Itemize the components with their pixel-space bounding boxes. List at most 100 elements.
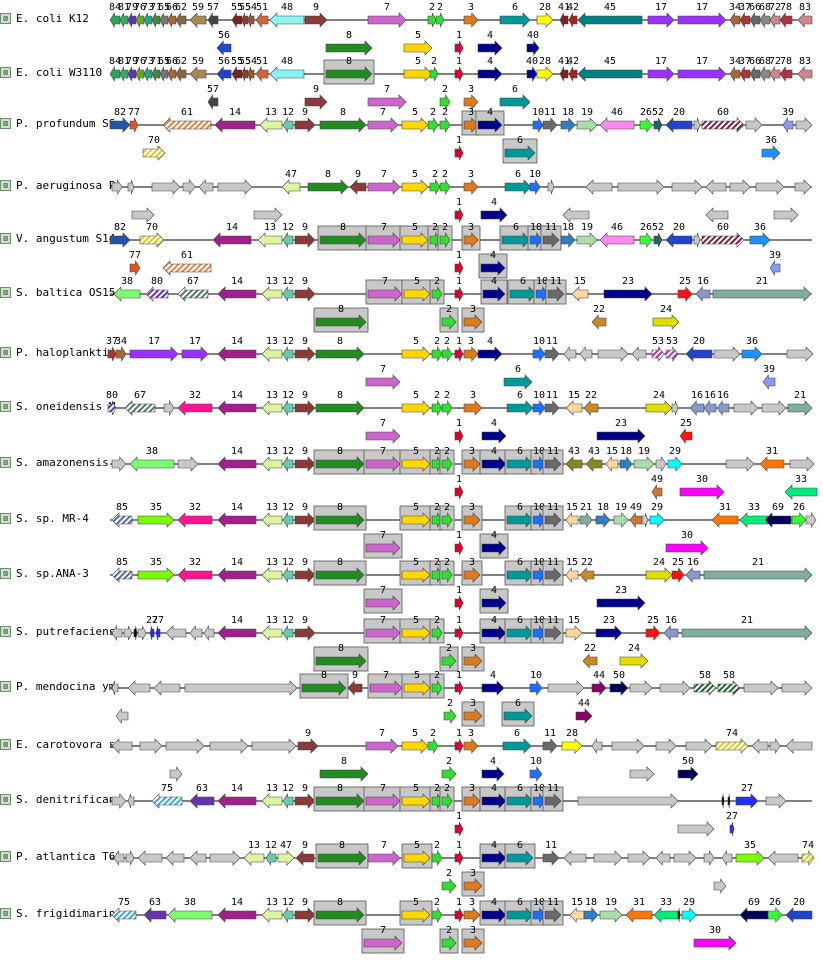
gene-shape[interactable] [429,178,441,196]
gene-arrow-27[interactable]: 27 [146,615,158,641]
gene-shape[interactable] [665,540,709,556]
gene-shape[interactable] [261,793,283,809]
gene-shape[interactable] [693,232,701,248]
gene-arrow-unassigned[interactable] [631,346,647,362]
gene-shape[interactable] [769,259,781,277]
gene-arrow-14[interactable]: 14 [217,502,257,528]
gene-arrow-9[interactable]: 9 [294,897,316,923]
gene-arrow-unassigned[interactable] [786,346,814,362]
gene-arrow-unassigned[interactable] [591,737,603,755]
gene-shape[interactable] [282,624,294,642]
gene-shape[interactable] [595,625,623,641]
gene-arrow-unassigned[interactable] [151,179,181,195]
gene-shape[interactable] [481,625,507,641]
gene-arrow-40[interactable]: 40 [526,56,538,83]
gene-shape[interactable] [151,793,183,809]
gene-arrow-3[interactable]: 3 [461,107,481,136]
gene-arrow-12[interactable]: 12 [282,615,294,642]
gene-shape[interactable] [693,117,701,133]
gene-arrow-63[interactable]: 63 [143,897,167,923]
gene-arrow-6[interactable]: 6 [501,698,535,727]
gene-arrow-14[interactable]: 14 [214,107,256,133]
gene-shape[interactable] [579,567,595,583]
gene-shape[interactable] [315,314,367,330]
gene-shape[interactable] [575,708,593,724]
gene-arrow-9[interactable]: 9 [349,169,367,195]
gene-arrow-21[interactable]: 21 [681,615,813,641]
gene-arrow-4[interactable]: 4 [479,783,509,812]
expand-toggle-icon[interactable]: ⊠ [0,738,11,750]
gene-shape[interactable] [401,179,429,195]
gene-shape[interactable] [177,400,213,416]
gene-shape[interactable] [129,259,141,277]
gene-shape[interactable] [603,286,653,302]
gene-arrow-1[interactable]: 1 [454,418,464,444]
gene-arrow-unassigned[interactable] [593,850,623,866]
gene-shape[interactable] [189,625,203,641]
gene-shape[interactable] [441,399,453,417]
gene-shape[interactable] [115,708,129,724]
gene-shape[interactable] [729,11,741,29]
gene-shape[interactable] [605,456,619,472]
gene-arrow-7[interactable]: 7 [367,84,407,110]
gene-arrow-6[interactable]: 6 [504,783,536,812]
gene-shape[interactable] [212,232,252,248]
gene-shape[interactable] [769,737,781,755]
gene-arrow-2[interactable]: 2 [439,643,459,672]
gene-arrow-8[interactable]: 8 [313,304,369,333]
gene-shape[interactable] [261,512,283,528]
gene-shape[interactable] [282,455,294,473]
gene-shape[interactable] [261,346,283,362]
gene-arrow-23[interactable]: 23 [603,276,653,302]
gene-arrow-4[interactable]: 4 [479,530,509,559]
gene-arrow-30[interactable]: 30 [665,530,709,556]
gene-shape[interactable] [107,400,117,416]
gene-shape[interactable] [209,850,241,866]
gene-shape[interactable] [217,793,257,809]
gene-arrow-9[interactable]: 9 [294,557,316,583]
gene-shape[interactable] [181,346,209,362]
gene-shape[interactable] [629,512,643,528]
gene-arrow-23[interactable]: 23 [596,418,646,444]
gene-shape[interactable] [649,512,665,528]
gene-shape[interactable] [805,511,817,529]
gene-arrow-23[interactable]: 23 [595,615,623,641]
gene-arrow-37[interactable]: 37 [739,56,751,83]
gene-arrow-5[interactable]: 5 [401,840,433,869]
gene-shape[interactable] [677,66,727,82]
gene-arrow-unassigned[interactable] [189,850,207,866]
gene-arrow-unassigned[interactable] [133,625,138,641]
gene-arrow-unassigned[interactable] [125,850,135,866]
gene-arrow-unassigned[interactable] [163,399,175,417]
organism-row-label[interactable]: ⊠S. frigidimarin [0,904,115,922]
gene-arrow-unassigned[interactable] [743,680,779,696]
gene-arrow-3[interactable]: 3 [463,84,479,110]
gene-shape[interactable] [454,40,464,56]
gene-arrow-8[interactable]: 8 [325,30,373,56]
gene-shape[interactable] [427,12,437,28]
organism-row-label[interactable]: ⊠S. putrefaciens [0,622,115,640]
gene-shape[interactable] [673,850,697,866]
gene-arrow-4[interactable]: 4 [475,107,505,136]
gene-shape[interactable] [454,850,464,866]
gene-arrow-66[interactable]: 66 [166,2,178,28]
gene-shape[interactable] [441,345,453,363]
gene-shape[interactable] [655,738,677,754]
gene-arrow-62[interactable]: 62 [175,56,187,83]
gene-shape[interactable] [506,907,534,923]
gene-arrow-52[interactable]: 52 [652,107,664,133]
gene-arrow-65[interactable]: 65 [158,2,170,28]
gene-shape[interactable] [282,345,294,363]
gene-arrow-84[interactable]: 84 [109,56,121,83]
gene-shape[interactable] [749,65,761,83]
gene-arrow-78[interactable]: 78 [779,2,793,28]
gene-shape[interactable] [277,850,295,866]
gene-arrow-80[interactable]: 80 [145,276,169,302]
gene-shape[interactable] [665,346,679,362]
gene-arrow-33[interactable]: 33 [739,502,769,528]
gene-arrow-39[interactable]: 39 [782,107,794,134]
gene-arrow-8[interactable]: 8 [315,336,365,362]
gene-shape[interactable] [463,12,479,28]
gene-shape[interactable] [784,484,818,500]
gene-shape[interactable] [207,11,219,29]
